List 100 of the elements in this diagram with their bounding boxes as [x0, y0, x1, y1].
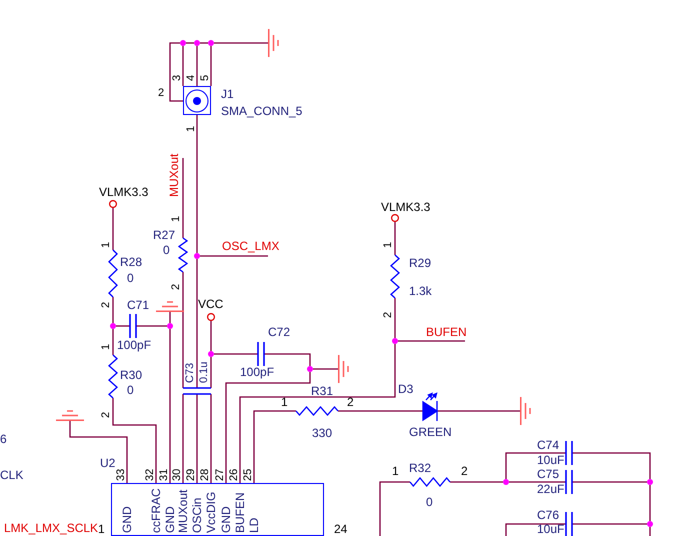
pin-number: 2	[100, 302, 112, 308]
pin-number: 1	[100, 242, 112, 248]
pin-name: MUXout	[176, 490, 190, 533]
pin-name: VccDIG	[204, 492, 218, 533]
pin-number: 25	[242, 468, 254, 481]
pin-name: BUFEN	[234, 492, 246, 533]
component-reference: U2	[100, 457, 116, 470]
wire	[182, 394, 184, 483]
component-value: 0	[127, 384, 134, 397]
pin-number: 31	[158, 468, 170, 481]
net-label: CLK	[0, 469, 24, 482]
pin-number: 24	[334, 523, 348, 536]
pin-name: GND	[220, 506, 232, 533]
wire	[182, 158, 184, 238]
wire	[112, 297, 114, 323]
net-label: BUFEN	[426, 326, 467, 339]
component-value: 0.1u	[198, 362, 210, 383]
wire	[505, 523, 566, 536]
component-reference: C73	[184, 362, 196, 383]
wire	[338, 410, 423, 412]
wire	[572, 481, 647, 483]
component-value: 10uF	[537, 454, 564, 467]
wire	[379, 481, 410, 536]
wire	[169, 42, 183, 102]
wire	[112, 208, 114, 250]
component-value: 100pF	[240, 366, 274, 379]
wire	[649, 485, 651, 521]
net-label: MUXout	[168, 154, 181, 197]
component-reference: D3	[398, 383, 414, 396]
wire	[505, 452, 566, 479]
wire	[572, 452, 651, 479]
pin-number: 28	[199, 468, 211, 481]
component-value: 100pF	[117, 339, 152, 352]
wire	[239, 344, 396, 483]
wire	[196, 46, 198, 86]
pin-number: 1	[382, 242, 394, 248]
component-value: 0	[163, 244, 170, 257]
net-label: OSC_LMX	[222, 240, 280, 253]
component-value: 330	[312, 427, 332, 440]
pin-number: 33	[115, 468, 127, 481]
pin-number: 2	[158, 87, 164, 99]
component-reference: R29	[409, 257, 432, 270]
component-value: 0	[426, 496, 433, 509]
component-value: GREEN	[409, 426, 452, 439]
wire	[116, 325, 130, 327]
wire	[200, 255, 268, 257]
pin-name: GND	[120, 506, 134, 533]
net-label: 6	[0, 433, 7, 446]
power-label: VCC	[198, 298, 224, 311]
pin-number: 3	[171, 74, 183, 81]
wire	[210, 394, 212, 483]
wire	[509, 481, 566, 483]
component-reference: R28	[120, 256, 142, 269]
component-reference: C71	[127, 299, 150, 312]
pin-number: 1	[100, 344, 112, 350]
pin-number: 1	[392, 465, 399, 478]
pin-number: 32	[144, 468, 156, 481]
power-label: VLMK3.3	[99, 186, 148, 199]
pin-number: 1	[98, 523, 105, 536]
wire	[112, 329, 114, 355]
wire	[264, 353, 311, 366]
pin-number: 2	[100, 412, 112, 418]
component-reference: C74	[537, 439, 560, 452]
pin-number: 27	[214, 468, 226, 481]
wire	[394, 222, 396, 255]
component-reference: C76	[537, 509, 560, 522]
pin-number: 30	[171, 468, 183, 481]
power-label: VLMK3.3	[381, 201, 430, 214]
component-reference: R32	[409, 462, 432, 475]
pin-number: 2	[382, 312, 394, 318]
wire	[572, 523, 647, 525]
pin-number: 2	[461, 465, 468, 478]
wire	[210, 357, 212, 388]
wire	[398, 340, 465, 342]
wire	[214, 353, 258, 355]
component-value: 0	[127, 272, 134, 285]
wire	[196, 259, 198, 388]
pin-name: LD	[248, 518, 260, 533]
pin-number: 26	[228, 468, 240, 481]
pin-name: GND	[164, 506, 176, 533]
pin-name: ccFRAC	[150, 488, 162, 533]
wire	[313, 368, 338, 370]
component-value: 22uF	[537, 483, 564, 496]
component-reference: R30	[120, 369, 142, 382]
component-value: 10uF	[537, 523, 564, 536]
pin-number: 4	[185, 74, 197, 81]
wire	[182, 272, 184, 388]
wire	[214, 42, 268, 44]
wire	[169, 329, 171, 483]
pin-number: 1	[185, 126, 197, 132]
wire	[437, 410, 520, 412]
wire	[169, 312, 171, 323]
wire	[112, 398, 157, 483]
wire	[210, 321, 212, 351]
wire	[394, 298, 396, 338]
component-value: 1.3k	[409, 285, 432, 298]
pin-number: 2	[347, 396, 354, 409]
wire	[253, 410, 296, 483]
part-number: SMA_CONN_5	[221, 105, 302, 118]
component-reference: R31	[311, 385, 334, 398]
